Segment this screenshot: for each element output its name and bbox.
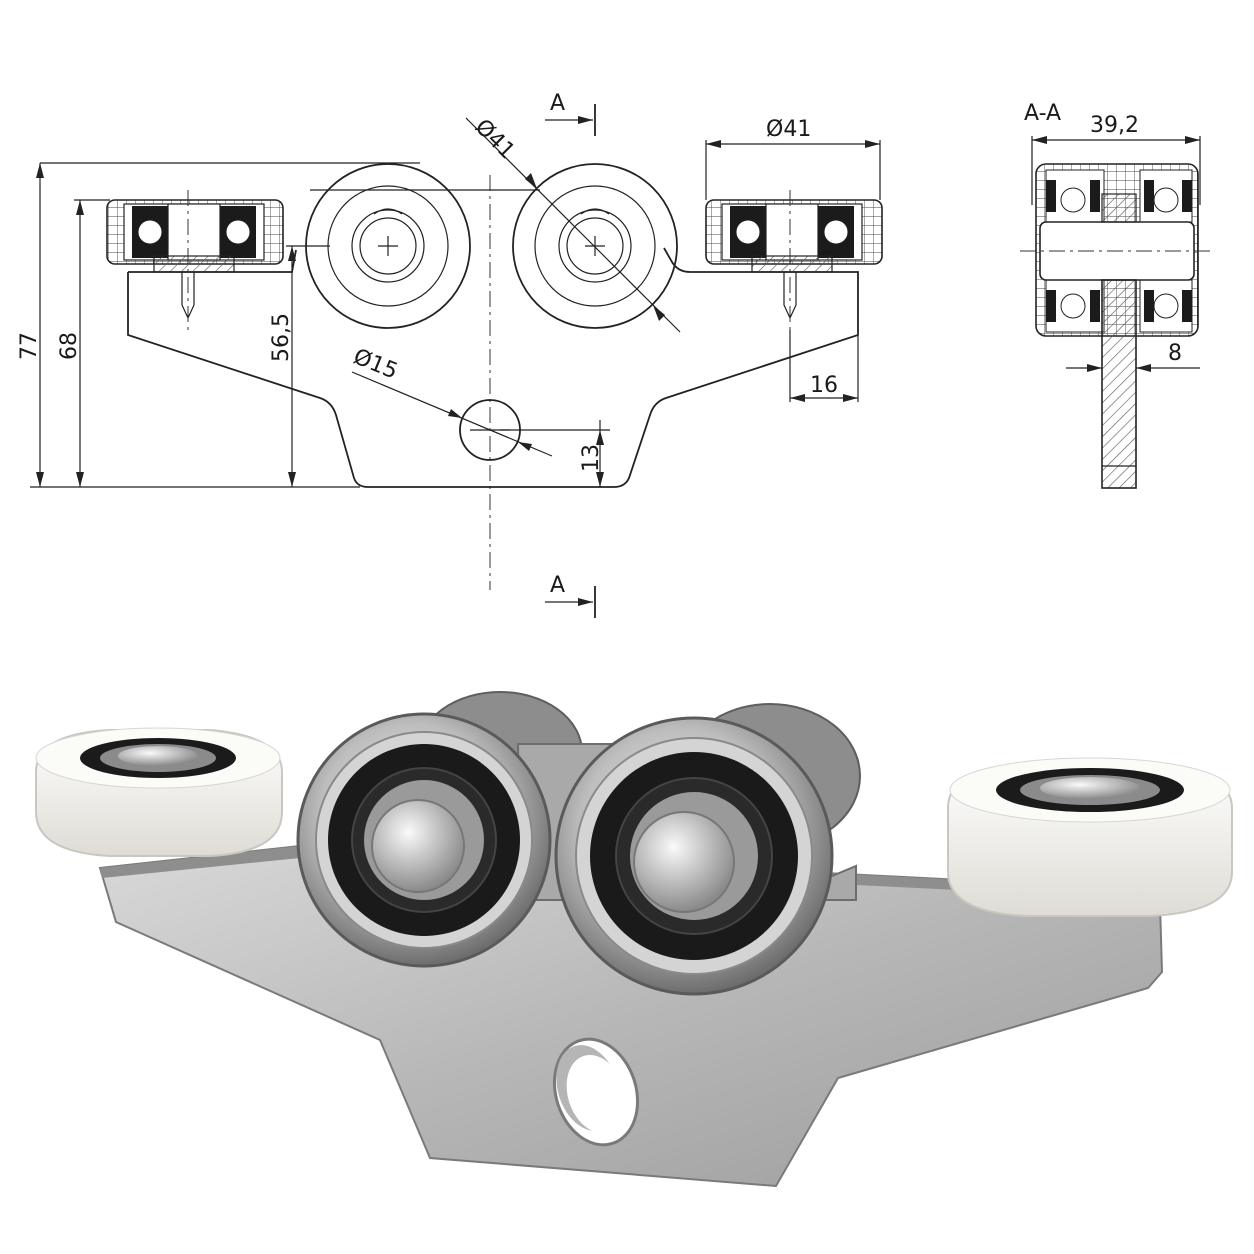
- dim-77-text: 77: [17, 332, 42, 360]
- section-marker-top: A: [545, 91, 596, 136]
- section-marker-bottom: A: [545, 573, 596, 618]
- dim-77: 77: [17, 163, 360, 488]
- dim-hole-diameter: Ø15: [350, 344, 553, 457]
- side-wheel-left: [106, 190, 284, 330]
- dim-16-text: 16: [810, 373, 838, 398]
- dim-39-2-text: 39,2: [1090, 113, 1139, 138]
- plate-outline: [127, 247, 859, 488]
- dim-68-text: 68: [57, 332, 82, 360]
- steel-wheel-front-right: [554, 716, 834, 996]
- top-profile-line: [40, 162, 540, 191]
- polymer-wheel-left: [35, 727, 283, 857]
- dim-center-diameter: Ø41: [465, 115, 681, 333]
- dim-8: 8: [1066, 341, 1200, 372]
- dim-side-diameter-text: Ø41: [766, 117, 811, 142]
- dim-39-2: 39,2: [1031, 113, 1201, 205]
- dim-16: 16: [789, 330, 859, 402]
- side-wheel-right: [705, 190, 883, 330]
- section-label-bottom: A: [550, 573, 565, 598]
- section-label-top: A: [550, 91, 565, 116]
- dim-hole-diameter-text: Ø15: [350, 344, 401, 384]
- polymer-wheel-right: [947, 757, 1233, 917]
- dim-56-5: 56,5: [269, 245, 330, 487]
- product-photo: [35, 691, 1233, 1188]
- section-title: A-A: [1024, 101, 1061, 126]
- front-view: 77 68 56,5 13: [17, 91, 883, 618]
- section-plate: [1101, 279, 1137, 489]
- center-wheel-right: [512, 163, 678, 329]
- dim-side-diameter: Ø41: [705, 117, 881, 200]
- dim-8-text: 8: [1168, 341, 1182, 366]
- dim-13: 13: [500, 420, 610, 487]
- center-wheel-left: [305, 163, 471, 329]
- dim-13-text: 13: [579, 444, 604, 472]
- dim-56-5-text: 56,5: [269, 313, 294, 362]
- dim-center-diameter-text: Ø41: [470, 115, 520, 165]
- section-view: A-A 39,2: [1020, 101, 1214, 489]
- dim-68: 68: [57, 199, 110, 487]
- steel-wheel-front-left: [296, 712, 552, 968]
